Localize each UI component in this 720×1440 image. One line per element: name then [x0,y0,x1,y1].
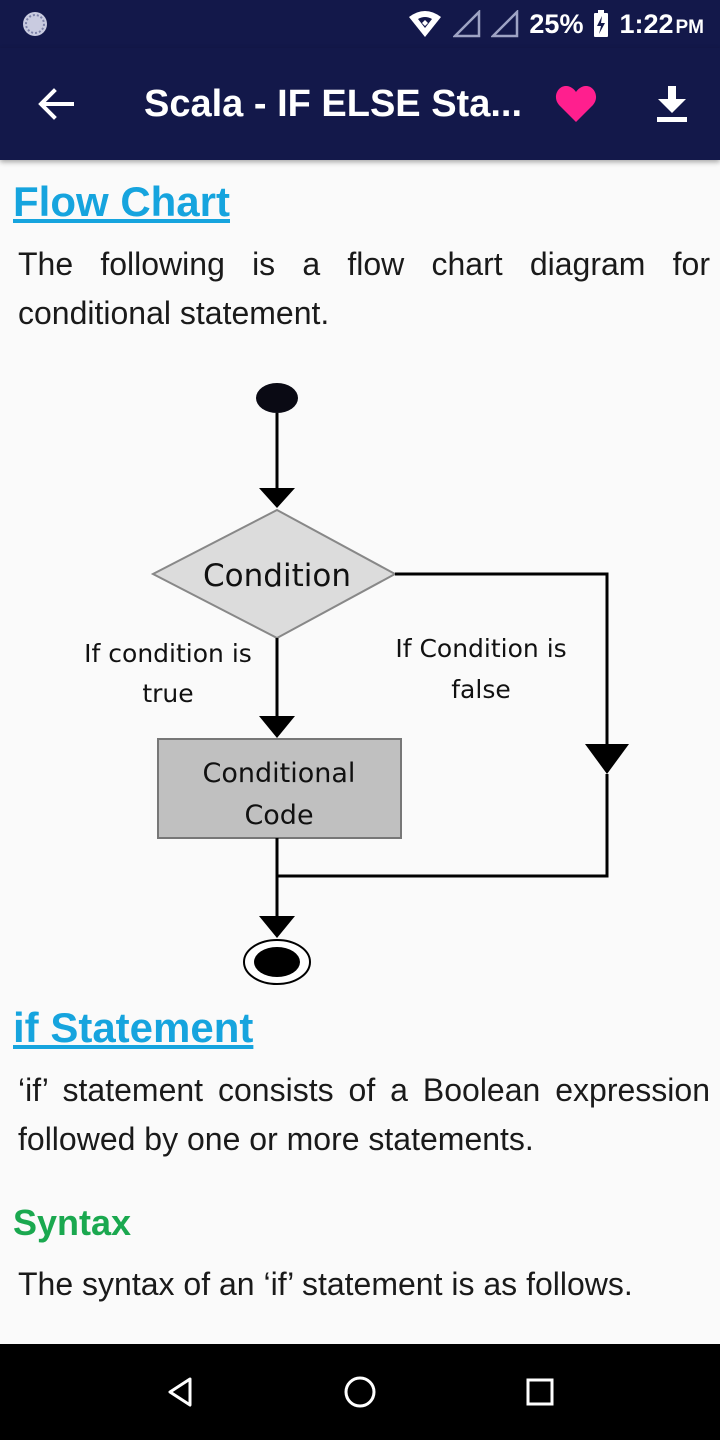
download-icon [657,86,687,122]
false-label-line2: false [451,675,510,704]
true-label-line1: If condition is [84,639,252,668]
battery-percent: 25% [529,8,584,39]
favorite-button[interactable] [550,78,602,130]
battery-charging-icon [594,10,609,37]
arrow-true-branch [259,716,295,738]
app-bar: Scala - IF ELSE Sta... [0,48,720,160]
nav-back-button[interactable] [156,1368,204,1416]
download-button[interactable] [646,78,698,130]
nav-home-icon [344,1376,376,1408]
process-node [157,738,402,839]
wifi-icon [409,11,442,37]
app-notification-icon [23,12,47,36]
end-node [254,947,300,977]
true-label-line2: true [142,679,193,708]
process-label-line2: Code [244,800,313,831]
arrow-false-branch [585,744,629,774]
decision-label: Condition [203,558,351,594]
nav-recents-button[interactable] [516,1368,564,1416]
nav-recents-icon [526,1378,554,1406]
clock-ampm: PM [675,16,705,38]
arrow-left-icon [38,88,74,120]
flow-chart-intro: The following is a flow chart diagram fo… [18,246,710,331]
flow-chart-diagram: Condition If Condition is false If condi… [84,383,629,985]
if-statement-description: ‘if’ statement consists of a Boolean exp… [18,1072,710,1157]
false-label-line1: If Condition is [395,634,566,663]
nav-home-button[interactable] [336,1368,384,1416]
syntax-heading: Syntax [13,1202,132,1243]
signal-icon-sim1 [453,10,481,38]
start-node [256,383,298,413]
article-content: Flow Chart The following is a flow chart… [0,160,720,1344]
flow-chart-heading[interactable]: Flow Chart [13,178,230,225]
heart-icon [555,85,597,122]
if-statement-heading[interactable]: if Statement [13,1004,254,1051]
arrow-to-condition [259,488,295,508]
process-label-line1: Conditional [203,758,356,789]
system-navigation-bar [0,1344,720,1440]
nav-back-icon [168,1377,192,1407]
back-button[interactable] [30,78,82,130]
clock-time: 1:22 [619,8,674,39]
page-title: Scala - IF ELSE Sta... [144,83,523,125]
signal-icon-sim2 [491,10,519,38]
syntax-description: The syntax of an ‘if’ statement is as fo… [18,1266,633,1302]
arrow-to-end [259,916,295,938]
